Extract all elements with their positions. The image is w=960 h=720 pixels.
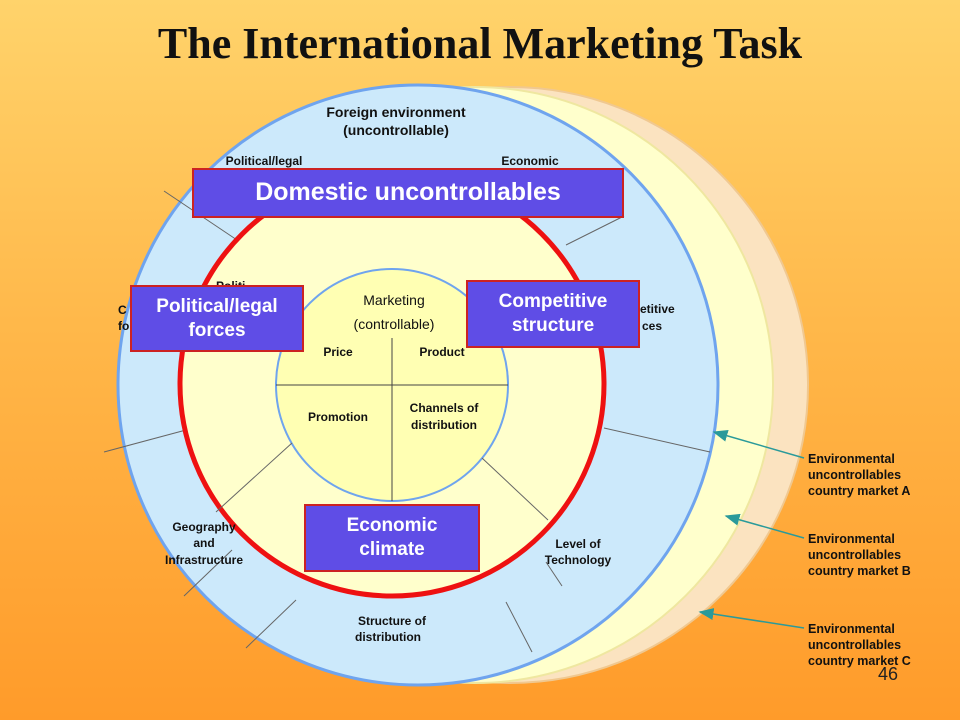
political-legal-forces-line2: forces bbox=[188, 319, 246, 341]
arrow-market-a bbox=[712, 429, 805, 459]
domestic-uncontrollables-text: Domestic uncontrollables bbox=[255, 178, 561, 207]
economic-climate-line2: climate bbox=[359, 539, 425, 560]
price-label: Price bbox=[323, 345, 353, 359]
competitive-structure-line2: structure bbox=[511, 315, 595, 336]
foreign-competitive-label-2: ces bbox=[642, 319, 662, 333]
note-market-c-line2: uncontrollables bbox=[808, 638, 902, 652]
foreign-political-legal-label: Political/legal bbox=[226, 154, 303, 168]
geography-label-3: Infrastructure bbox=[165, 553, 243, 567]
slide-title: The International Marketing Task bbox=[157, 19, 803, 68]
note-market-b: Environmental uncontrollables country ma… bbox=[808, 531, 958, 579]
note-market-a-line1: Environmental bbox=[808, 452, 895, 466]
note-market-b-line2: uncontrollables bbox=[808, 548, 902, 562]
economic-climate-line1: Economic bbox=[346, 515, 438, 537]
foreign-cultural-label-1: C bbox=[118, 303, 127, 317]
technology-label-1: Level of bbox=[555, 537, 601, 551]
competitive-structure-box: Competitive structure bbox=[466, 280, 640, 348]
arrow-market-b bbox=[724, 513, 805, 539]
foreign-competitive-label-1: etitive bbox=[640, 302, 675, 316]
note-market-c: Environmental uncontrollables country ma… bbox=[808, 621, 958, 669]
structure-distribution-label-1: Structure of bbox=[358, 614, 427, 628]
geography-label-2: and bbox=[193, 536, 214, 550]
marketing-label-1: Marketing bbox=[363, 292, 424, 308]
note-market-b-line3: country market B bbox=[808, 564, 911, 578]
economic-climate-box: Economic climate bbox=[304, 504, 480, 572]
channels-label-2: distribution bbox=[411, 418, 477, 432]
note-market-c-line3: country market C bbox=[808, 654, 911, 668]
structure-distribution-label-2: distribution bbox=[355, 630, 421, 644]
technology-label-2: Technology bbox=[545, 553, 612, 567]
note-market-a-line3: country market A bbox=[808, 484, 911, 498]
page-number: 46 bbox=[878, 664, 899, 684]
political-legal-forces-box: Political/legal forces bbox=[130, 285, 304, 352]
product-label: Product bbox=[419, 345, 464, 359]
foreign-cultural-label-2: fo bbox=[118, 319, 129, 333]
foreign-env-label-1: Foreign environment bbox=[326, 104, 466, 120]
competitive-structure-line1: Competitive bbox=[498, 291, 608, 313]
domestic-uncontrollables-box: Domestic uncontrollables bbox=[192, 168, 624, 218]
note-market-b-line1: Environmental bbox=[808, 532, 895, 546]
foreign-economic-label: Economic bbox=[501, 154, 559, 168]
note-market-c-line1: Environmental bbox=[808, 622, 895, 636]
channels-label-1: Channels of bbox=[410, 401, 480, 415]
arrow-market-c bbox=[698, 608, 805, 629]
foreign-env-label-2: (uncontrollable) bbox=[343, 122, 449, 138]
note-market-a-line2: uncontrollables bbox=[808, 468, 902, 482]
note-market-a: Environmental uncontrollables country ma… bbox=[808, 451, 958, 499]
political-legal-forces-line1: Political/legal bbox=[156, 295, 278, 317]
geography-label-1: Geography bbox=[172, 520, 236, 534]
domestic-ring-dividers bbox=[215, 442, 549, 521]
marketing-label-2: (controllable) bbox=[354, 316, 435, 332]
promotion-label: Promotion bbox=[308, 410, 368, 424]
